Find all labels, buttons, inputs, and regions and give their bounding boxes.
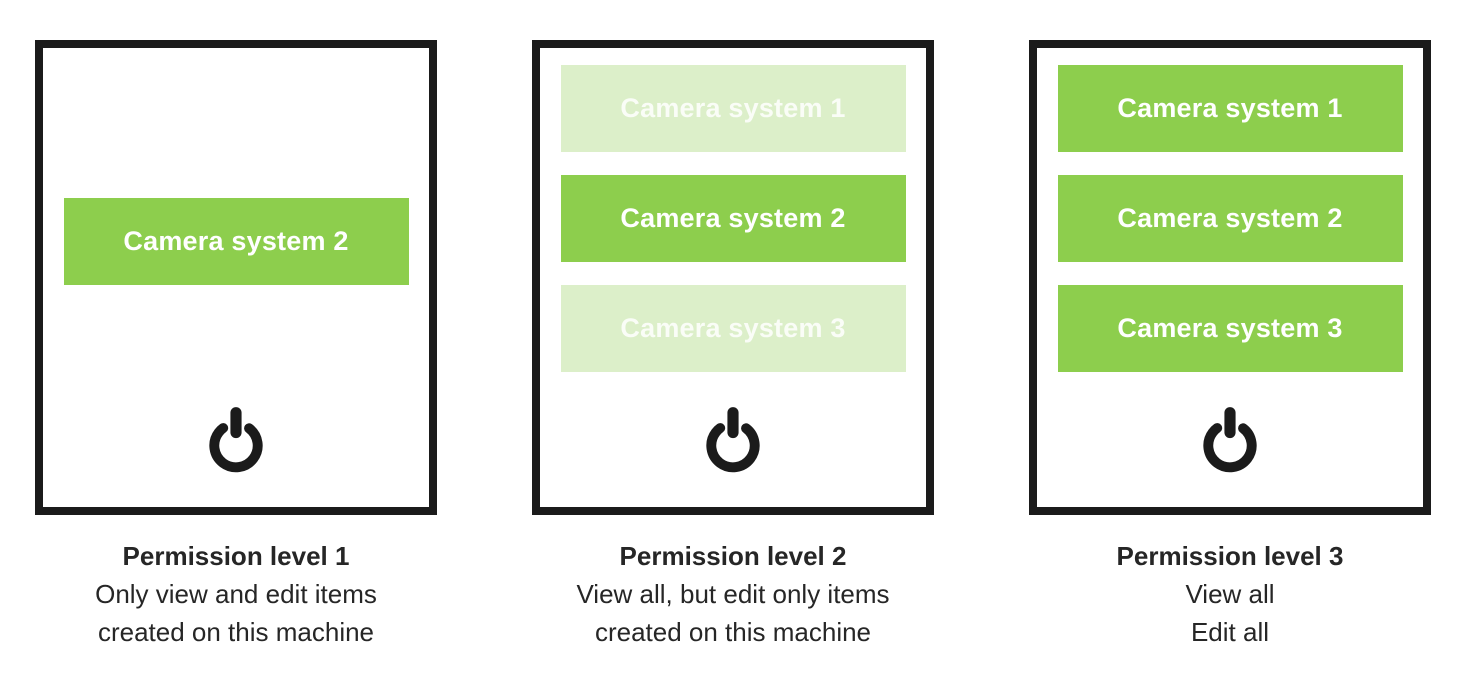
camera-system-2-button[interactable]: Camera system 2: [63, 198, 409, 285]
camera-system-2-button[interactable]: Camera system 2: [1057, 175, 1403, 262]
caption-line-1: Only view and edit items: [95, 579, 377, 609]
device-frame-3: Camera system 1 Camera system 2 Camera s…: [1029, 40, 1431, 515]
button-stack-1: Camera system 2: [43, 48, 429, 285]
caption-line-1: View all: [1185, 579, 1275, 609]
caption-title: Permission level 1: [122, 541, 350, 571]
caption-title: Permission level 2: [619, 541, 847, 571]
power-icon[interactable]: [205, 407, 267, 473]
power-icon[interactable]: [1199, 407, 1261, 473]
power-icon-glyph: [706, 407, 760, 473]
camera-system-1-button[interactable]: Camera system 1: [560, 65, 906, 152]
power-icon-glyph: [1203, 407, 1257, 473]
panels-row: Camera system 2 Permission level 1 Only …: [35, 40, 1431, 651]
camera-system-3-button[interactable]: Camera system 3: [1057, 285, 1403, 372]
permission-level-3-column: Camera system 1 Camera system 2 Camera s…: [1029, 40, 1431, 651]
caption-line-2: created on this machine: [594, 617, 872, 647]
caption-line-2: created on this machine: [97, 617, 375, 647]
power-icon[interactable]: [702, 407, 764, 473]
device-frame-1: Camera system 2: [35, 40, 437, 515]
permission-level-2-column: Camera system 1 Camera system 2 Camera s…: [532, 40, 934, 651]
camera-system-1-button[interactable]: Camera system 1: [1057, 65, 1403, 152]
permission-level-1-column: Camera system 2 Permission level 1 Only …: [35, 40, 437, 651]
caption-line-1: View all, but edit only items: [576, 579, 890, 609]
button-stack-2: Camera system 1 Camera system 2 Camera s…: [540, 48, 926, 372]
camera-system-3-button[interactable]: Camera system 3: [560, 285, 906, 372]
caption-1: Permission level 1 Only view and edit it…: [95, 537, 377, 651]
caption-3: Permission level 3 View all Edit all: [1117, 537, 1344, 651]
button-stack-3: Camera system 1 Camera system 2 Camera s…: [1037, 48, 1423, 372]
caption-line-2: Edit all: [1190, 617, 1270, 647]
camera-system-2-button[interactable]: Camera system 2: [560, 175, 906, 262]
caption-title: Permission level 3: [1116, 541, 1344, 571]
power-icon-glyph: [209, 407, 263, 473]
caption-2: Permission level 2 View all, but edit on…: [576, 537, 889, 651]
device-frame-2: Camera system 1 Camera system 2 Camera s…: [532, 40, 934, 515]
